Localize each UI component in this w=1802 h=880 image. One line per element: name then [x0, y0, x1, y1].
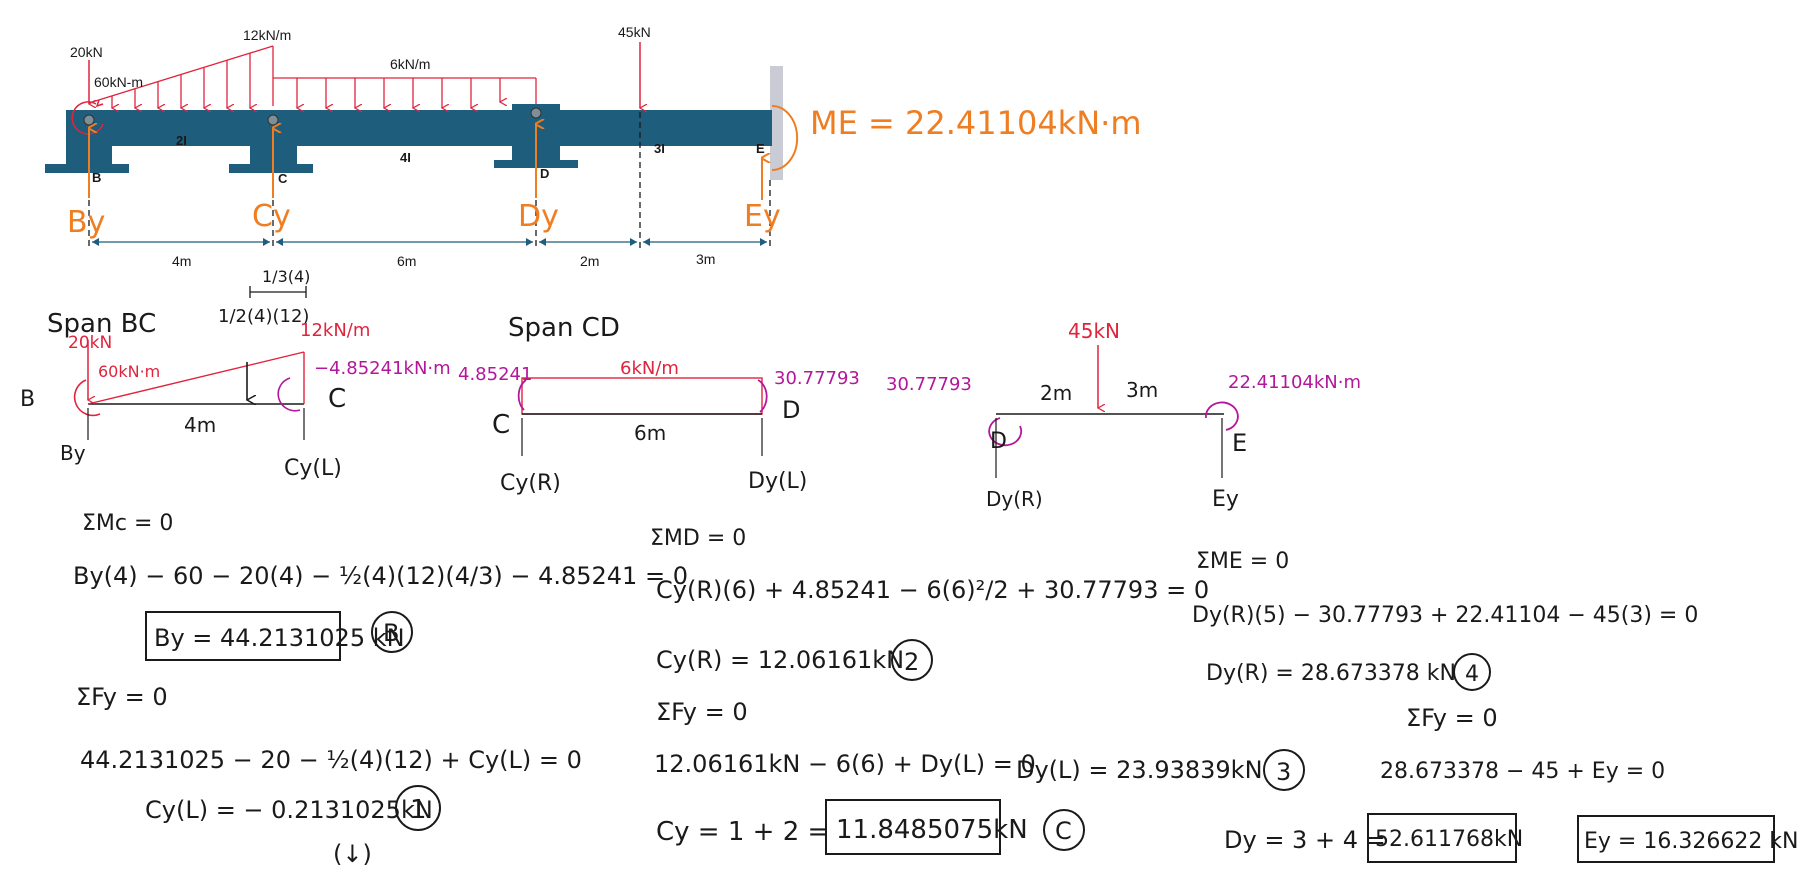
- span-cd-eq7: Cy = 1 + 2 =: [656, 817, 829, 847]
- span-bc-react-c: Cy(L): [284, 456, 342, 481]
- span-de-load-45: 45kN: [1068, 319, 1120, 343]
- support-e-label: E: [756, 141, 765, 156]
- inertia-de: 3I: [654, 141, 665, 156]
- reaction-dy: Dy: [518, 199, 559, 234]
- span-bc-title: Span BC: [47, 309, 156, 339]
- span-bc: Span BC 1/3(4) 1/2(4)(12) 20kN 60kN·m 12…: [20, 267, 688, 868]
- me-label: ME = 22.41104kN·m: [810, 104, 1141, 142]
- span-bc-node-b: B: [20, 387, 35, 412]
- beam-diagram: 20kN 60kN-m 12kN/m 6kN/m 45kN 2I 4I 3I B…: [45, 24, 1141, 269]
- moment-60-label: 60kN-m: [94, 74, 143, 90]
- span-de-eq2: Dy(R)(5) − 30.77793 + 22.41104 − 45(3) =…: [1192, 603, 1698, 628]
- span-bc-load-12: 12kN/m: [300, 320, 370, 341]
- span-de-node-d: D: [990, 429, 1007, 454]
- span-de: 30.77793 45kN 2m 3m 22.41104kN·m D E Dy(…: [886, 319, 1799, 863]
- support-c-label: C: [278, 171, 288, 186]
- uniform-load: [273, 77, 537, 108]
- span-de-node-e: E: [1232, 429, 1247, 457]
- span-cd-react-d: Dy(L): [748, 469, 807, 494]
- span-cd-tag-c: C: [1055, 817, 1072, 845]
- span-cd-eq4: ΣFy = 0: [656, 698, 748, 726]
- span-de-eq5: 28.673378 − 45 + Ey = 0: [1380, 759, 1665, 784]
- span-cd-title: Span CD: [508, 313, 620, 343]
- dim-2m: 2m: [580, 253, 599, 269]
- span-bc-eq4: 44.2131025 − 20 − ½(4)(12) + Cy(L) = 0: [80, 746, 582, 774]
- span-cd-eq6: Dy(L) = 23.93839kN: [1016, 756, 1263, 784]
- span-bc-tag-1: 1: [410, 795, 427, 825]
- beam-body: [86, 110, 772, 146]
- span-de-moment-e: 22.41104kN·m: [1228, 372, 1361, 393]
- span-bc-moment-60: 60kN·m: [98, 362, 160, 381]
- dim-3m: 3m: [696, 251, 715, 267]
- span-cd-eq3: Cy(R) = 12.06161kN: [656, 646, 904, 674]
- span-de-len-2: 2m: [1040, 381, 1072, 405]
- span-cd-tag-2: 2: [904, 648, 919, 676]
- support-b-label: B: [92, 170, 101, 185]
- span-de-react-d: Dy(R): [986, 487, 1043, 511]
- span-de-result-dy: 52.611768kN: [1375, 827, 1523, 852]
- span-cd-eq1: ΣMD = 0: [650, 526, 746, 551]
- span-cd-eq5: 12.06161kN − 6(6) + Dy(L) = 0: [654, 750, 1036, 778]
- span-bc-eq5: Cy(L) = − 0.2131025kN: [145, 796, 433, 824]
- span-bc-down: (↓): [333, 840, 372, 868]
- load-12-label: 12kN/m: [243, 27, 291, 43]
- span-cd-moment-c: 4.85241: [458, 364, 532, 385]
- span-bc-moment-c: −4.85241kN·m: [314, 358, 451, 379]
- span-cd-eq2: Cy(R)(6) + 4.85241 − 6(6)²/2 + 30.77793 …: [656, 576, 1209, 604]
- span-de-eq3: Dy(R) = 28.673378 kN: [1206, 661, 1456, 686]
- support-d-label: D: [540, 166, 549, 181]
- span-bc-load-20: 20kN: [68, 333, 112, 353]
- reaction-by: By: [67, 205, 105, 240]
- reaction-cy: Cy: [252, 199, 291, 234]
- span-cd-len: 6m: [634, 421, 666, 445]
- centroid-top: 1/3(4): [262, 267, 310, 286]
- span-de-eq1: ΣME = 0: [1196, 549, 1289, 574]
- span-cd-node-c: C: [492, 410, 510, 440]
- span-cd-react-c: Cy(R): [500, 471, 561, 496]
- dim-4m: 4m: [172, 253, 191, 269]
- span-de-react-e: Ey: [1212, 487, 1239, 512]
- load-6-label: 6kN/m: [390, 56, 430, 72]
- dim-6m: 6m: [397, 253, 416, 269]
- span-bc-react-b: By: [60, 441, 86, 465]
- span-cd-tag-3: 3: [1276, 758, 1291, 786]
- span-bc-eq1: ΣMc = 0: [82, 511, 173, 536]
- span-bc-eq3: ΣFy = 0: [76, 683, 168, 711]
- span-bc-eq2: By(4) − 60 − 20(4) − ½(4)(12)(4/3) − 4.8…: [73, 562, 688, 590]
- inertia-bc: 2I: [176, 133, 187, 148]
- span-cd-load-6: 6kN/m: [620, 358, 679, 379]
- span-bc-tag-b: B: [383, 619, 399, 647]
- reaction-ey: Ey: [744, 199, 781, 234]
- span-de-len-3: 3m: [1126, 378, 1158, 402]
- span-bc-len: 4m: [184, 413, 216, 437]
- span-de-tag-4: 4: [1465, 662, 1479, 687]
- span-de-result-ey: Ey = 16.326622 kN: [1584, 829, 1799, 854]
- span-de-moment-d: 30.77793: [886, 374, 972, 395]
- inertia-cd: 4I: [400, 150, 411, 165]
- fixed-wall: [770, 66, 783, 180]
- centroid-label: 1/2(4)(12): [218, 306, 309, 327]
- load-45-label: 45kN: [618, 24, 651, 40]
- span-bc-node-c: C: [328, 384, 346, 414]
- triangular-load: [88, 45, 274, 108]
- reaction-arrows: [88, 105, 799, 200]
- span-cd: Span CD 4.85241 6kN/m 30.77793 C D 6m Cy…: [458, 313, 1305, 855]
- span-bc-result-by: By = 44.2131025 kN: [154, 624, 405, 652]
- span-de-eq6: Dy = 3 + 4 =: [1224, 826, 1386, 854]
- span-cd-result-cy: 11.8485075kN: [836, 815, 1028, 845]
- span-de-eq4: ΣFy = 0: [1406, 704, 1498, 732]
- span-cd-moment-d: 30.77793: [774, 368, 860, 389]
- span-cd-node-d: D: [782, 396, 800, 424]
- load-20-label: 20kN: [70, 44, 103, 60]
